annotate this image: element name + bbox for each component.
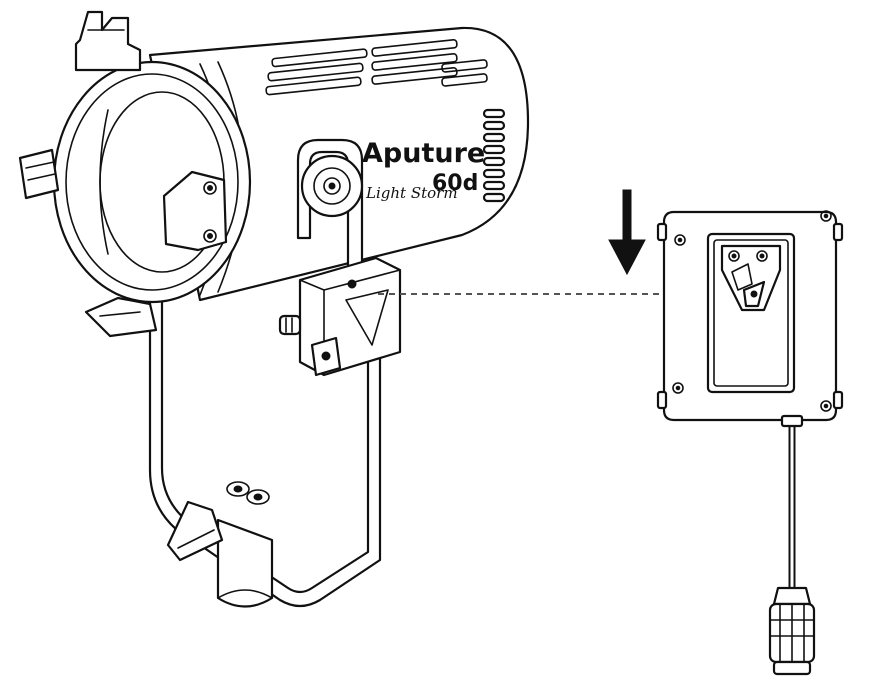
left-clamp[interactable] <box>18 148 60 200</box>
vmount-lock-screw[interactable] <box>278 314 342 377</box>
model-label: 60d <box>432 171 478 196</box>
top-clamp-knob[interactable] <box>74 10 142 72</box>
vmount-battery-plate <box>656 210 844 422</box>
plate-corner-screws <box>672 210 832 412</box>
light-fixture: Aputure Light Storm 60d <box>18 10 530 608</box>
vlock-receiver <box>720 244 782 312</box>
cable-connector <box>768 586 816 676</box>
rear-vents <box>482 108 506 203</box>
yoke-pivot-knob[interactable] <box>300 154 364 218</box>
stand-spigot <box>216 518 274 608</box>
brand-label: Aputure <box>362 138 485 169</box>
brand-logo: Aputure Light Storm 60d <box>362 138 485 202</box>
series-label: Light Storm <box>365 184 458 202</box>
power-cable <box>780 414 804 594</box>
insert-down-arrow <box>608 189 646 276</box>
top-vents <box>265 39 488 96</box>
tilt-lock-handle[interactable] <box>166 500 224 562</box>
ring-side-plate <box>162 170 228 252</box>
bottom-clamp[interactable] <box>84 296 158 338</box>
